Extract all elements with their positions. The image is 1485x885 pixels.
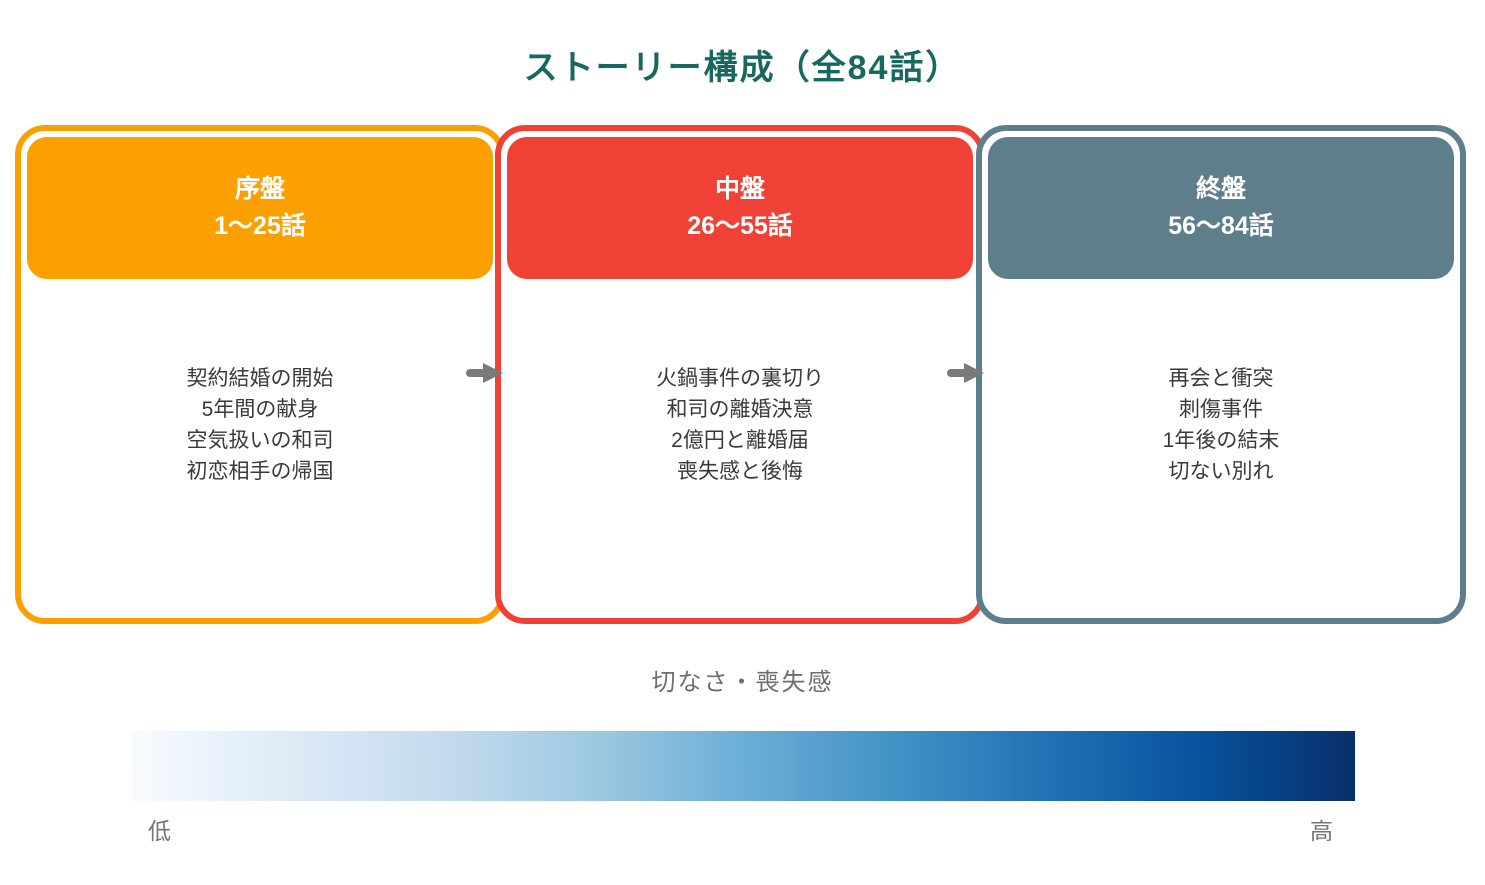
phase-episode-range: 1〜25話 bbox=[214, 212, 306, 240]
phase-point: 和司の離婚決意 bbox=[666, 398, 814, 421]
phase-point: 空気扱いの和司 bbox=[186, 429, 334, 452]
phase-point-list: 契約結婚の開始 5年間の献身 空気扱いの和司 初恋相手の帰国 bbox=[21, 363, 499, 487]
phase-name: 序盤 bbox=[234, 175, 285, 203]
phase-point: 契約結婚の開始 bbox=[186, 367, 334, 390]
phase-header-final: 終盤 56〜84話 bbox=[988, 137, 1454, 279]
page-title: ストーリー構成（全84話） bbox=[523, 49, 962, 87]
intensity-gradient-bar bbox=[132, 731, 1355, 801]
phase-episode-range: 56〜84話 bbox=[1168, 212, 1274, 240]
phase-point: 2億円と離婚届 bbox=[671, 429, 809, 452]
phase-episode-range: 26〜55話 bbox=[687, 212, 793, 240]
phase-point: 1年後の結末 bbox=[1162, 429, 1280, 452]
phase-name: 終盤 bbox=[1195, 175, 1246, 203]
phase-point-list: 再会と衝突 刺傷事件 1年後の結末 切ない別れ bbox=[982, 363, 1460, 487]
phase-point: 切ない別れ bbox=[1168, 460, 1274, 483]
gauge-low-label: 低 bbox=[148, 818, 171, 844]
phase-card-final: 終盤 56〜84話 再会と衝突 刺傷事件 1年後の結末 切ない別れ bbox=[976, 125, 1466, 624]
gauge-title: 切なさ・喪失感 bbox=[651, 669, 834, 696]
phase-point: 火鍋事件の裏切り bbox=[656, 367, 824, 390]
phase-point: 喪失感と後悔 bbox=[677, 460, 803, 483]
flow-arrow-icon bbox=[466, 363, 503, 383]
phase-card-opening: 序盤 1〜25話 契約結婚の開始 5年間の献身 空気扱いの和司 初恋相手の帰国 bbox=[15, 125, 505, 624]
phase-name: 中盤 bbox=[714, 175, 765, 203]
phase-card-middle: 中盤 26〜55話 火鍋事件の裏切り 和司の離婚決意 2億円と離婚届 喪失感と後… bbox=[495, 125, 985, 624]
gauge-high-label: 高 bbox=[1310, 818, 1333, 844]
phase-point: 再会と衝突 bbox=[1168, 367, 1274, 390]
phase-header-middle: 中盤 26〜55話 bbox=[507, 137, 973, 279]
phase-row: 序盤 1〜25話 契約結婚の開始 5年間の献身 空気扱いの和司 初恋相手の帰国 … bbox=[15, 125, 1468, 624]
phase-point: 初恋相手の帰国 bbox=[186, 460, 334, 483]
phase-header-opening: 序盤 1〜25話 bbox=[27, 137, 493, 279]
phase-point: 5年間の献身 bbox=[201, 398, 319, 421]
phase-point: 刺傷事件 bbox=[1179, 398, 1263, 421]
phase-point-list: 火鍋事件の裏切り 和司の離婚決意 2億円と離婚届 喪失感と後悔 bbox=[501, 363, 979, 487]
flow-arrow-icon bbox=[947, 363, 984, 383]
